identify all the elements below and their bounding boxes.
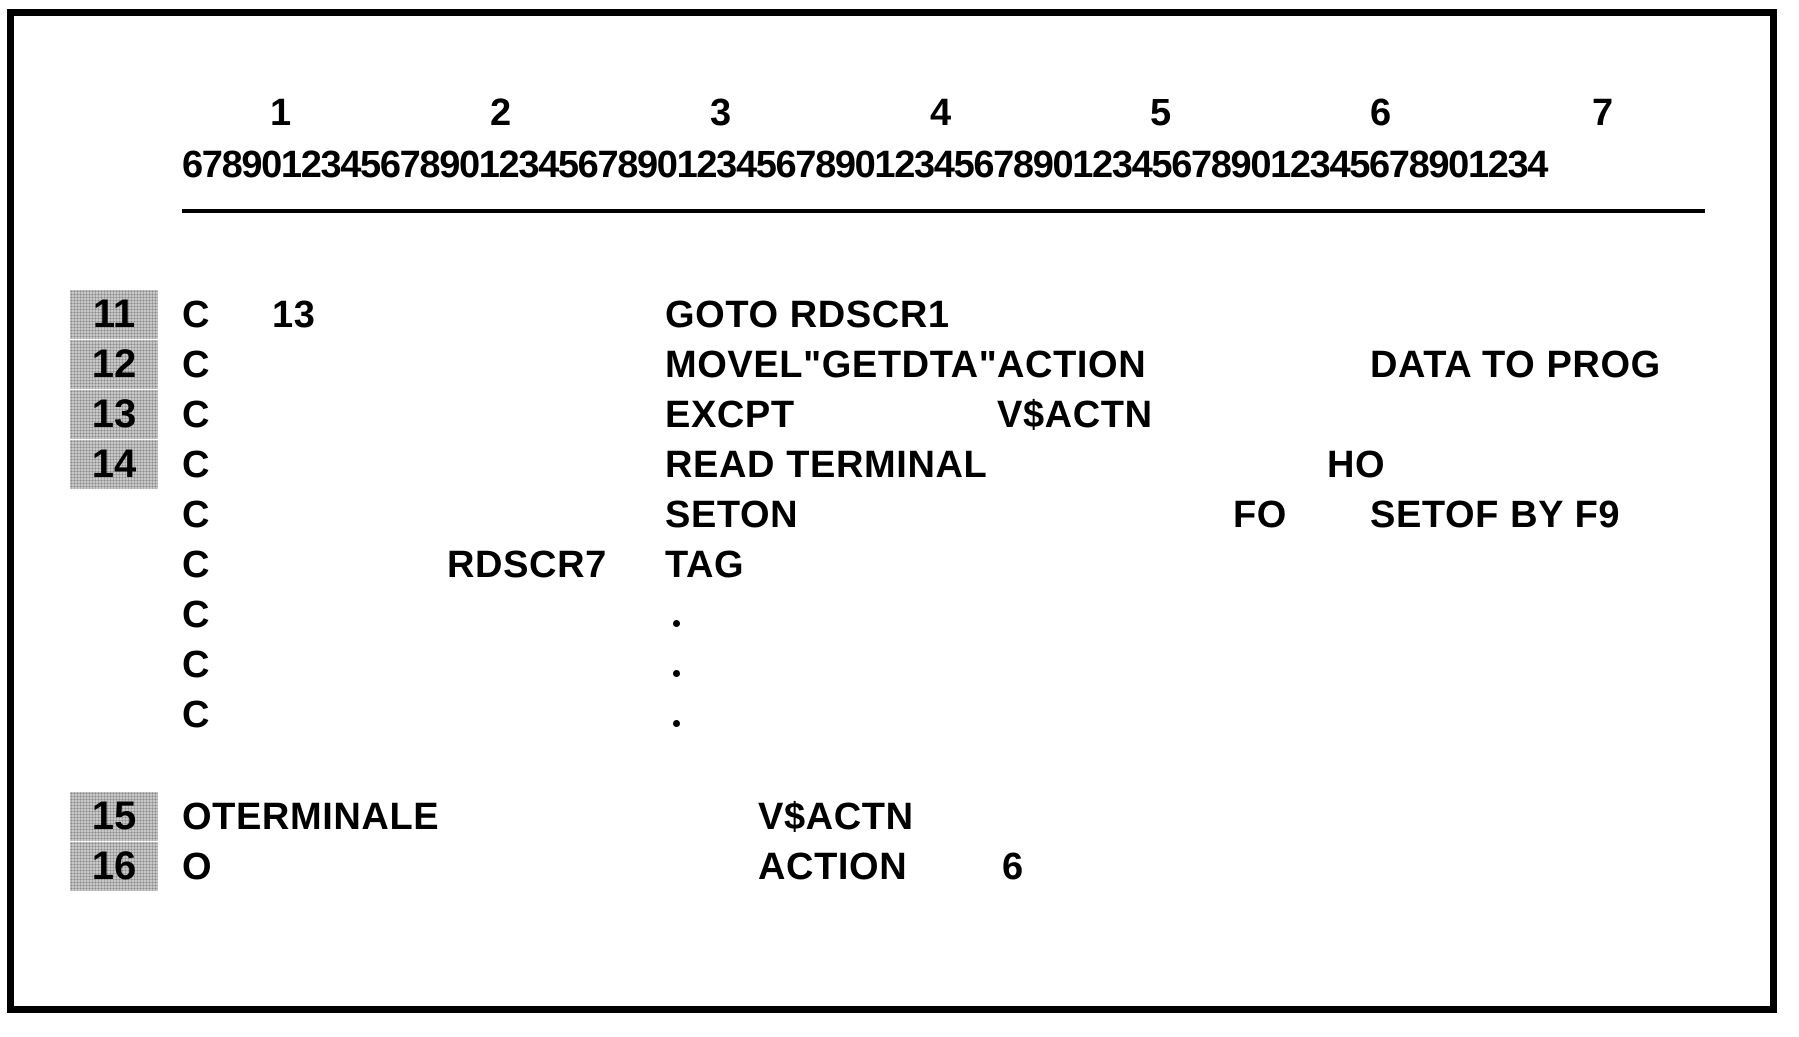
spec-type: C (182, 294, 211, 336)
line-marker-16: 16 (70, 842, 158, 891)
continuation-dot (673, 720, 680, 727)
line-marker-14: 14 (70, 440, 158, 489)
resulting-indicator: FO (1233, 494, 1287, 536)
output-spec: O (182, 846, 213, 888)
spec-type: C (182, 344, 211, 386)
spec-type: C (182, 644, 211, 686)
comment: SETOF BY F9 (1370, 494, 1621, 536)
ruler-tens-7: 7 (1592, 92, 1614, 134)
result-field: ACTION (997, 344, 1147, 386)
output-field: ACTION (758, 846, 908, 888)
ruler-digits: 6789012345678901234567890123456789012345… (182, 144, 1548, 186)
line-marker-11: 11 (70, 290, 158, 339)
ruler-underline (182, 209, 1705, 213)
operation: MOVEL"GETDTA" (665, 344, 998, 386)
operation: TAG (665, 544, 745, 586)
indicator: 13 (272, 294, 316, 336)
operation: GOTO RDSCR1 (665, 294, 950, 336)
line-marker-15: 15 (70, 792, 158, 841)
operation: EXCPT (665, 394, 795, 436)
ruler-tens-1: 1 (270, 92, 292, 134)
ruler-tens-3: 3 (710, 92, 732, 134)
ruler-tens-2: 2 (490, 92, 512, 134)
ruler-tens-5: 5 (1150, 92, 1172, 134)
spec-type: C (182, 444, 211, 486)
spec-type: C (182, 494, 211, 536)
continuation-dot (673, 620, 680, 627)
output-spec: OTERMINALE (182, 796, 440, 838)
line-marker-12: 12 (70, 340, 158, 389)
spec-type: C (182, 544, 211, 586)
factor-label: RDSCR7 (447, 544, 607, 586)
comment: DATA TO PROG (1370, 344, 1661, 386)
spec-type: C (182, 394, 211, 436)
spec-type: C (182, 694, 211, 736)
output-field: V$ACTN (758, 796, 914, 838)
ruler-tens-4: 4 (930, 92, 952, 134)
continuation-dot (673, 670, 680, 677)
operation: READ TERMINAL (665, 444, 988, 486)
operation: SETON (665, 494, 799, 536)
ruler-tens-6: 6 (1370, 92, 1392, 134)
resulting-indicator: HO (1327, 444, 1386, 486)
document-frame (7, 9, 1777, 1013)
line-marker-13: 13 (70, 390, 158, 439)
spec-type: C (182, 594, 211, 636)
result-field: V$ACTN (997, 394, 1153, 436)
end-position: 6 (1002, 846, 1024, 888)
